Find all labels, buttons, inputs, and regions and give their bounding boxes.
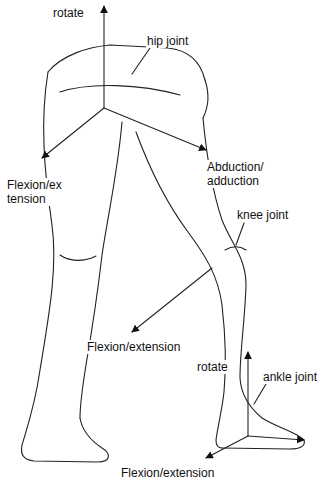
front-leg-outer — [22, 72, 109, 462]
leader-line — [254, 384, 266, 404]
axis-label: rotate — [52, 6, 85, 20]
joint-label: knee joint — [236, 208, 289, 222]
knee-flexion-axis — [132, 268, 212, 332]
waist-outline — [48, 45, 205, 80]
ankle-axis — [248, 436, 304, 440]
axis-label: Flexion/extension — [120, 466, 215, 480]
ankle-rotate-axis — [247, 352, 248, 436]
leader-line — [132, 48, 150, 74]
hip-rotate-axis — [103, 6, 104, 108]
hip-line — [60, 86, 180, 95]
axis-label: Flexion/extension — [86, 340, 181, 354]
joint-label: hip joint — [146, 34, 189, 48]
axis-label: Flexion/ex tension — [6, 178, 74, 206]
leader-line — [236, 223, 244, 245]
hip-outline — [203, 80, 208, 118]
back-leg-outer — [203, 118, 304, 449]
front-knee — [60, 255, 96, 260]
ankle-flexion-axis — [206, 436, 248, 458]
hip-flexion-axis — [42, 108, 104, 158]
front-leg-inner — [80, 122, 122, 418]
back-knee — [225, 247, 246, 250]
axis-label: Abduction/ adduction — [206, 160, 284, 188]
axis-label: rotate — [196, 360, 229, 374]
joint-label: ankle joint — [262, 370, 318, 384]
hip-abduction-axis — [104, 108, 206, 150]
